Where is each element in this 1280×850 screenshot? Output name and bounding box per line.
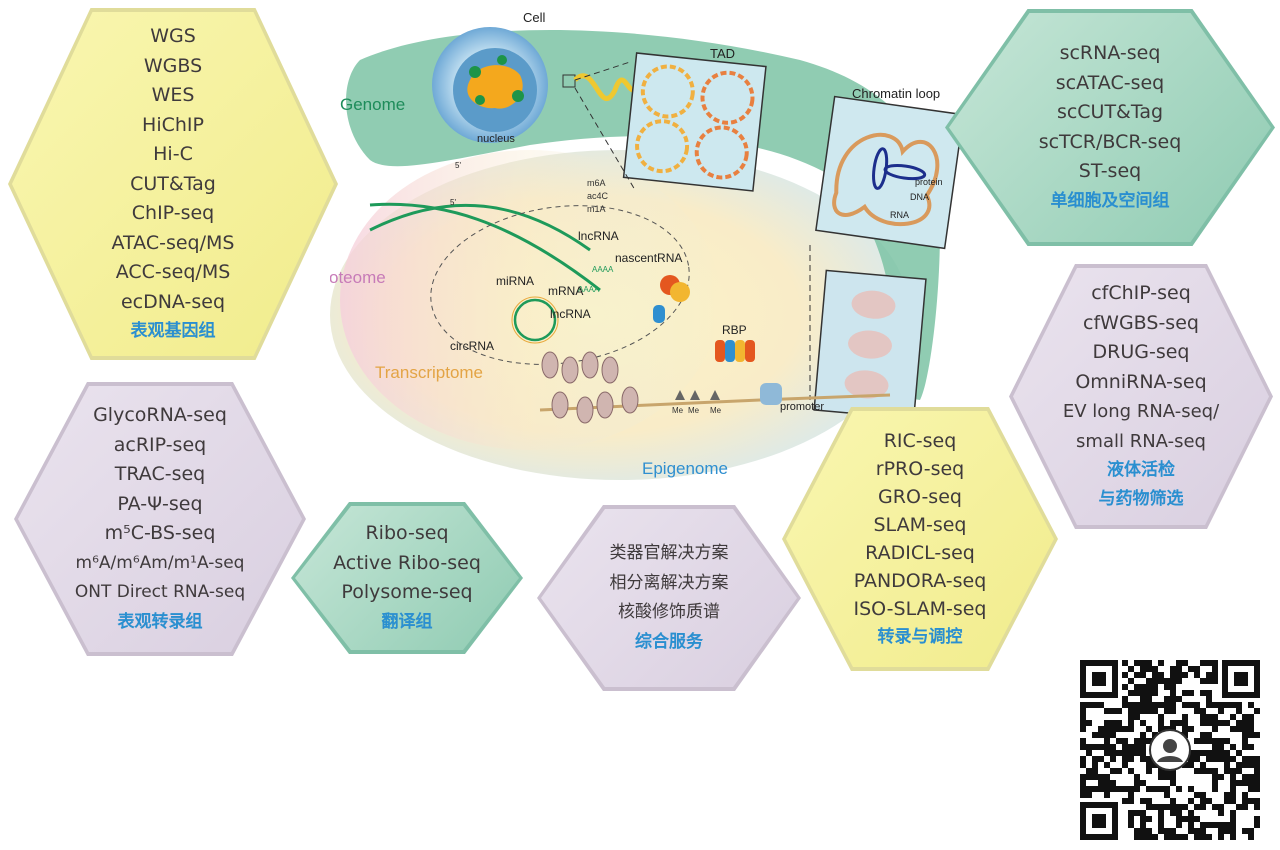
tad-box xyxy=(622,52,767,192)
cell-label: Cell xyxy=(523,10,546,25)
liquid-biopsy-panel: cfChIP-seq cfWGBS-seq DRUG-seq OmniRNA-s… xyxy=(1009,264,1273,529)
chromatin-loop-box xyxy=(815,95,965,250)
single-cell-spatial-panel: scRNA-seq scATAC-seq scCUT&Tag scTCR/BCR… xyxy=(945,9,1275,246)
translatome-panel: Ribo-seq Active Ribo-seq Polysome-seq 翻译… xyxy=(291,502,523,654)
five-prime-label-2: 5' xyxy=(450,198,456,207)
tech-item: WGS xyxy=(150,25,196,47)
tech-item: Active Ribo-seq xyxy=(333,551,481,574)
tech-item: ChIP-seq xyxy=(131,202,215,224)
category-label: 表观转录组 xyxy=(117,611,203,632)
transcriptome-label: Transcriptome xyxy=(375,363,483,382)
tech-item: SLAM-seq xyxy=(873,513,967,536)
circrna-label: circRNA xyxy=(450,339,494,353)
category-label: 单细胞及空间组 xyxy=(1050,190,1170,211)
me-label-2: Me xyxy=(688,406,700,415)
category-label: 翻译组 xyxy=(381,611,433,632)
tech-item: CUT&Tag xyxy=(130,172,216,195)
epitranscriptome-panel: GlycoRNA-seq acRIP-seq TRAC-seq PA-Ψ-seq… xyxy=(14,382,306,656)
mrna-label: mRNA xyxy=(548,284,583,298)
tech-item: m⁶A/m⁶Am/m¹A-seq xyxy=(75,552,245,573)
rbp-icon xyxy=(653,275,755,362)
polya-label-2: AAAA xyxy=(578,285,600,294)
dna-label: DNA xyxy=(910,192,929,202)
tech-item: cfChIP-seq xyxy=(1091,282,1191,304)
multi-omics-diagram: Cell nucleus TAD Chromatin loop Genome P… xyxy=(330,10,965,480)
category-label: 综合服务 xyxy=(635,631,703,652)
integrated-services-panel: 类器官解决方案 相分离解决方案 核酸修饰质谱 综合服务 xyxy=(537,505,801,691)
rbp-label: RBP xyxy=(722,323,747,337)
tech-item: cfWGBS-seq xyxy=(1083,311,1199,334)
tech-item: RIC-seq xyxy=(883,429,957,452)
lncrna-bottom-label: lncRNA xyxy=(550,307,591,321)
tech-item: ISO-SLAM-seq xyxy=(853,597,987,620)
tech-item: GlycoRNA-seq xyxy=(93,404,227,427)
tech-item: ACC-seq/MS xyxy=(115,261,231,283)
promoter-label: promoter xyxy=(780,401,824,413)
tech-item: scTCR/BCR-seq xyxy=(1038,130,1182,153)
tech-item: small RNA-seq xyxy=(1076,430,1206,452)
tech-item: GRO-seq xyxy=(878,485,962,508)
tech-item: WES xyxy=(151,84,195,106)
tech-item: acRIP-seq xyxy=(113,433,207,456)
polya-label-1: AAAA xyxy=(592,265,614,274)
m6a-label: m6A xyxy=(587,178,606,188)
chromatin-loop-label: Chromatin loop xyxy=(852,86,940,101)
tad-label: TAD xyxy=(710,46,735,61)
mirna-label: miRNA xyxy=(496,274,534,288)
epigenome-panel: WGS WGBS WES HiChIP Hi-C CUT&Tag ChIP-se… xyxy=(8,8,338,360)
tech-item: scRNA-seq xyxy=(1059,42,1161,65)
tech-item: DRUG-seq xyxy=(1092,341,1190,363)
me-label-3: Me xyxy=(710,406,722,415)
nascentrna-label: nascentRNA xyxy=(615,251,682,265)
tech-item: ecDNA-seq xyxy=(120,290,226,313)
proteome-label: Proteome xyxy=(330,268,386,287)
tech-item: EV long RNA-seq/ xyxy=(1062,401,1220,422)
tech-item: m⁵C-BS-seq xyxy=(104,522,216,545)
service-item: 相分离解决方案 xyxy=(609,572,729,593)
tech-item: HiChIP xyxy=(142,113,204,136)
category-label: 与药物筛选 xyxy=(1098,489,1184,509)
tech-item: Polysome-seq xyxy=(341,581,473,604)
category-label: 转录与调控 xyxy=(877,626,963,647)
tech-item: ONT Direct RNA-seq xyxy=(74,582,246,603)
category-label: 液体活检 xyxy=(1107,460,1175,480)
category-label: 表观基因组 xyxy=(130,321,216,341)
service-item: 类器官解决方案 xyxy=(609,543,729,564)
five-prime-label-1: 5' xyxy=(455,161,461,170)
epigenome-label: Epigenome xyxy=(642,459,728,478)
tech-item: PA-Ψ-seq xyxy=(117,492,203,515)
tech-item: rPRO-seq xyxy=(875,457,965,480)
tech-item: RADICL-seq xyxy=(865,541,975,564)
qr-code[interactable] xyxy=(1080,660,1260,840)
tech-item: WGBS xyxy=(143,54,203,77)
tech-item: ST-seq xyxy=(1078,160,1142,183)
tech-item: ATAC-seq/MS xyxy=(111,231,235,254)
me-label-1: Me xyxy=(672,406,684,415)
genome-label: Genome xyxy=(340,95,405,114)
tech-item: Ribo-seq xyxy=(365,522,449,545)
nucleosome-box xyxy=(813,269,927,420)
tech-item: TRAC-seq xyxy=(114,463,206,486)
tech-item: Hi-C xyxy=(153,143,193,165)
protein-label: protein xyxy=(915,177,943,187)
rna-label: RNA xyxy=(890,210,909,220)
tech-item: scATAC-seq xyxy=(1055,71,1165,94)
ac4c-label: ac4C xyxy=(587,191,609,201)
lncrna-top-label: lncRNA xyxy=(578,229,619,243)
tech-item: OmniRNA-seq xyxy=(1075,370,1207,393)
transcription-regulation-panel: RIC-seq rPRO-seq GRO-seq SLAM-seq RADICL… xyxy=(782,407,1058,671)
tech-item: PANDORA-seq xyxy=(853,569,987,592)
circrna-icon xyxy=(513,298,557,342)
nucleus-label: nucleus xyxy=(477,133,515,145)
m1a-label: m1A xyxy=(587,204,606,214)
service-item: 核酸修饰质谱 xyxy=(618,602,720,623)
tech-item: scCUT&Tag xyxy=(1056,101,1164,124)
